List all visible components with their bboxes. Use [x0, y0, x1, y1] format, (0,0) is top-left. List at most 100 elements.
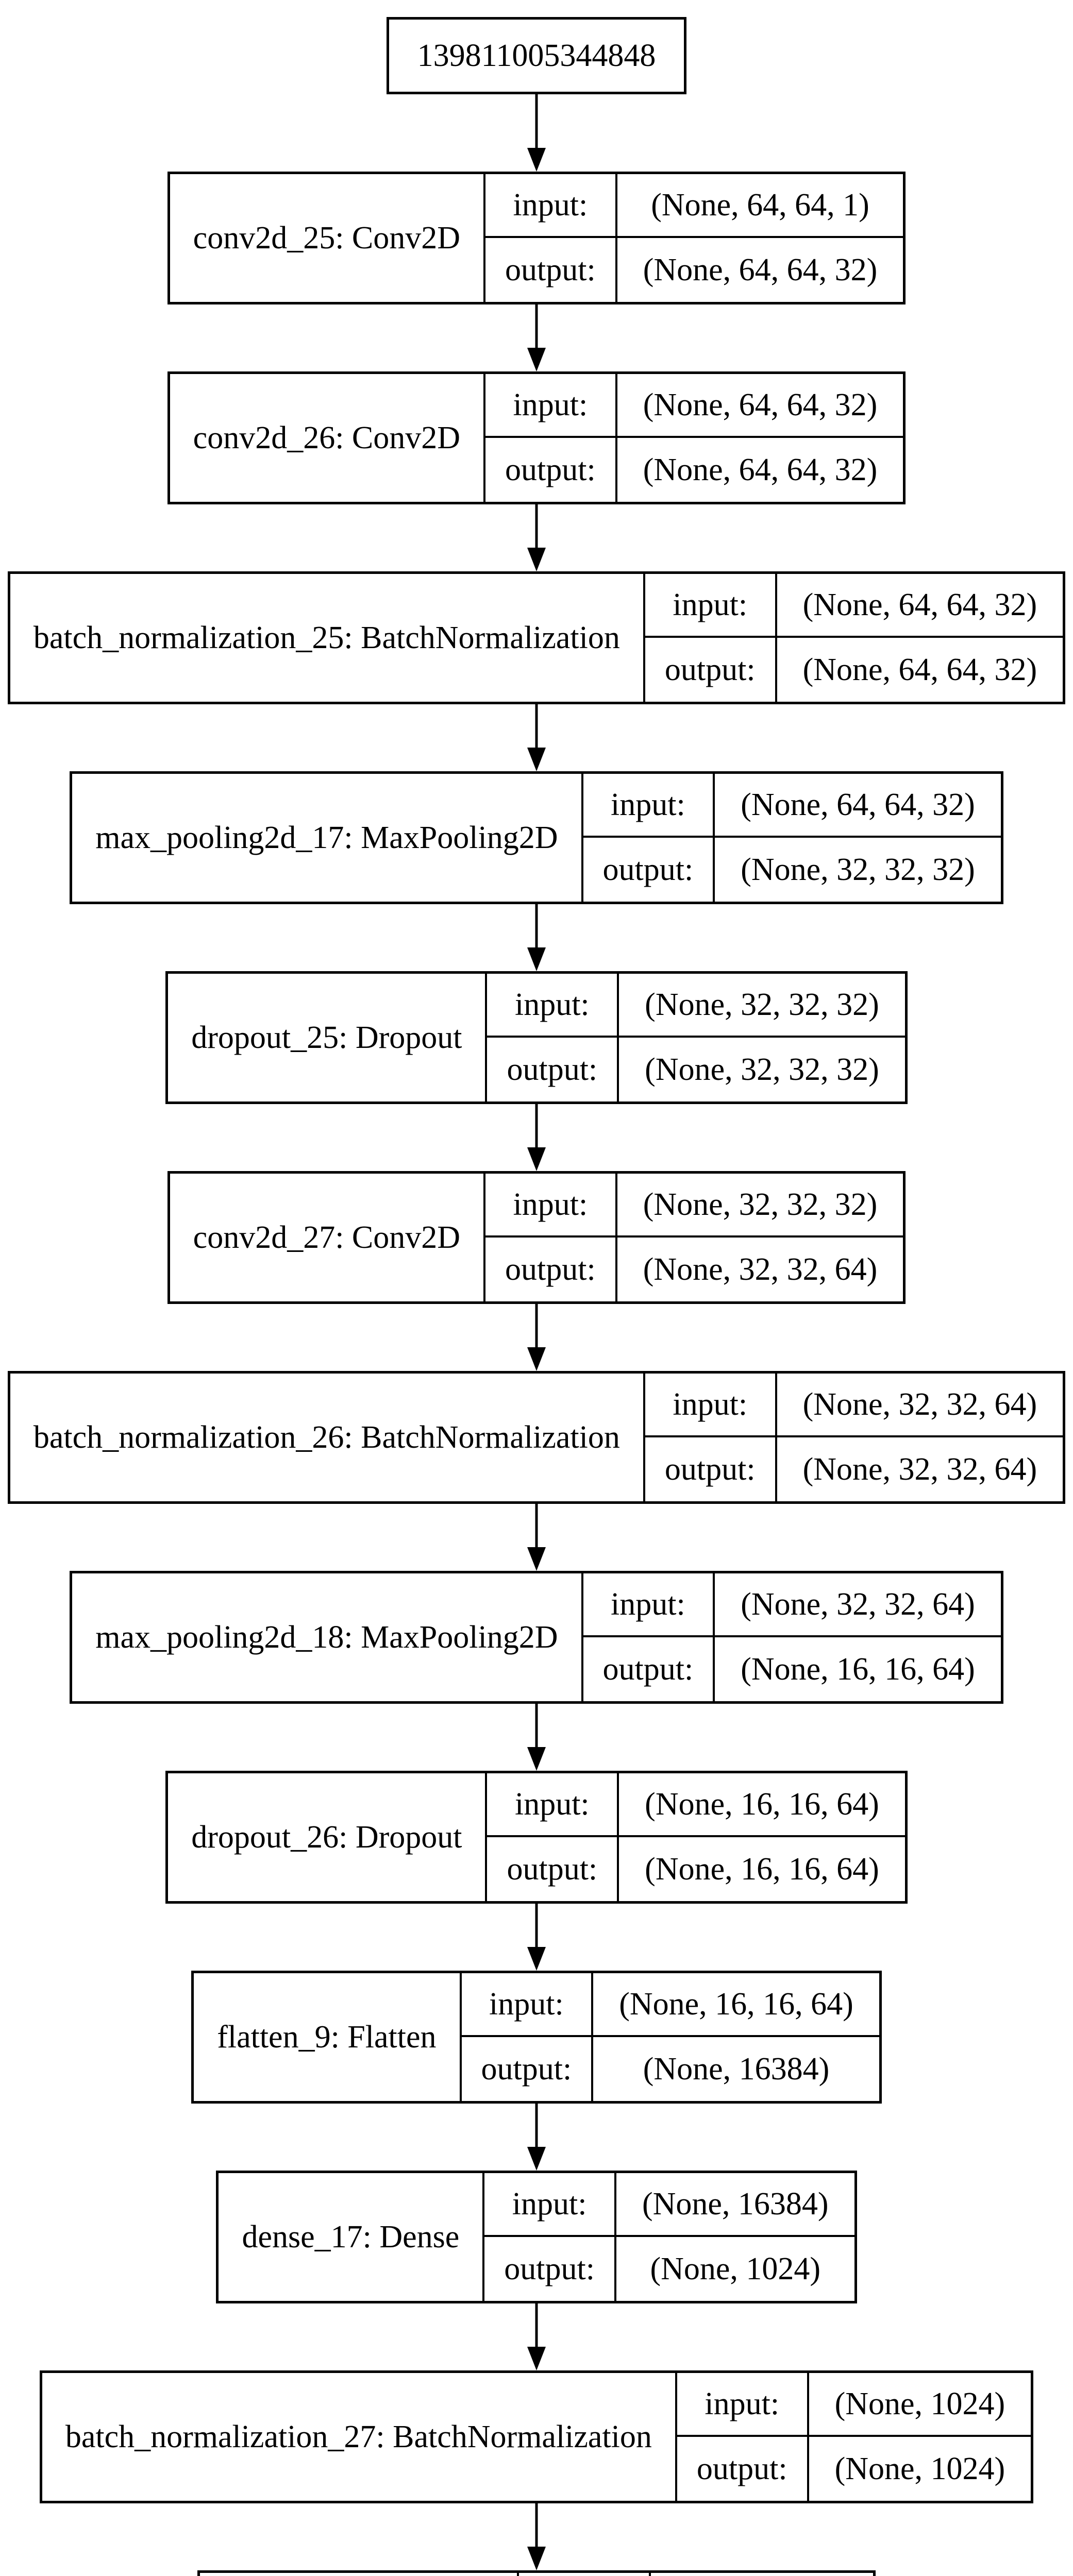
output-label: output:: [583, 838, 715, 902]
layer-node-max_pooling2d_17: max_pooling2d_17: MaxPooling2D input: (N…: [70, 771, 1003, 904]
arrow-line: [535, 2104, 538, 2150]
layer-node-conv2d_25: conv2d_25: Conv2D input: (None, 64, 64, …: [167, 172, 906, 304]
layer-node-max_pooling2d_18: max_pooling2d_18: MaxPooling2D input: (N…: [70, 1571, 1003, 1704]
arrow-connector: [525, 1704, 548, 1771]
output-shape: (None, 1024): [650, 2251, 821, 2286]
input-label: input:: [677, 2373, 809, 2437]
input-shape: (None, 64, 64, 32): [715, 774, 1001, 838]
arrowhead-icon: [527, 148, 546, 172]
arrow-line: [535, 704, 538, 751]
arrowhead-icon: [527, 1947, 546, 1971]
output-shape: (None, 32, 32, 32): [741, 852, 975, 887]
arrow-line: [535, 1904, 538, 1950]
layer-name: flatten_9: Flatten: [194, 1973, 462, 2101]
input-label: input:: [583, 774, 715, 838]
arrowhead-icon: [527, 2347, 546, 2370]
arrowhead-icon: [527, 1747, 546, 1771]
input-label: input:: [487, 1773, 619, 1837]
output-label: output:: [583, 1637, 715, 1701]
layer-name: dropout_25: Dropout: [168, 974, 488, 1101]
output-shape: (None, 64, 64, 32): [643, 452, 878, 487]
layer-name: batch_normalization_27: BatchNormalizati…: [42, 2373, 677, 2501]
input-shape: (None, 32, 32, 32): [617, 1174, 903, 1238]
input-label: input:: [645, 1374, 777, 1437]
input-label: input:: [519, 2573, 651, 2576]
arrowhead-icon: [527, 348, 546, 371]
arrow-connector: [525, 94, 548, 172]
layer-node-dropout_26: dropout_26: Dropout input: (None, 16, 16…: [165, 1771, 908, 1904]
arrow-line: [535, 2503, 538, 2550]
layer-name: max_pooling2d_18: MaxPooling2D: [72, 1573, 583, 1701]
arrow-connector: [525, 304, 548, 371]
output-label: output:: [487, 1837, 619, 1901]
layer-node-dropout_25: dropout_25: Dropout input: (None, 32, 32…: [165, 971, 908, 1104]
output-shape: (None, 16384): [643, 2051, 830, 2087]
input-label: input:: [645, 574, 777, 638]
output-label: output:: [677, 2437, 809, 2501]
input-shape: (None, 1024): [809, 2373, 1031, 2437]
arrow-line: [535, 504, 538, 551]
input-shape: (None, 64, 64, 1): [617, 174, 903, 238]
input-shape: (None, 16, 16, 64): [593, 1973, 879, 2037]
layer-name: batch_normalization_25: BatchNormalizati…: [10, 574, 645, 702]
layer-node-batch_normalization_25: batch_normalization_25: BatchNormalizati…: [7, 571, 1066, 704]
input-shape: (None, 64, 64, 32): [777, 574, 1063, 638]
model-id-node: 139811005344848: [386, 17, 687, 94]
arrow-connector: [525, 1304, 548, 1371]
arrow-line: [535, 904, 538, 951]
arrow-connector: [525, 1904, 548, 1971]
input-label: input:: [485, 1174, 617, 1238]
output-label: output:: [485, 438, 617, 502]
output-label: output:: [462, 2037, 594, 2101]
layer-name: dense_17: Dense: [219, 2173, 485, 2301]
arrowhead-icon: [527, 947, 546, 971]
output-label: output:: [645, 638, 777, 702]
output-label: output:: [485, 238, 617, 302]
arrow-connector: [525, 2104, 548, 2171]
output-shape: (None, 32, 32, 64): [643, 1251, 878, 1287]
arrow-line: [535, 94, 538, 151]
input-label: input:: [484, 2173, 616, 2237]
layer-node-batch_normalization_27: batch_normalization_27: BatchNormalizati…: [39, 2370, 1034, 2503]
output-shape: (None, 64, 64, 32): [643, 252, 878, 287]
arrowhead-icon: [527, 1347, 546, 1371]
input-label: input:: [461, 1973, 594, 2037]
layer-name: dropout_27: Dropout: [200, 2573, 519, 2576]
input-shape: (None, 16384): [616, 2173, 854, 2237]
layer-node-batch_normalization_26: batch_normalization_26: BatchNormalizati…: [7, 1371, 1066, 1504]
input-shape: (None, 32, 32, 32): [619, 974, 905, 1038]
layer-name: batch_normalization_26: BatchNormalizati…: [10, 1374, 645, 1501]
output-label: output:: [645, 1437, 777, 1501]
arrow-line: [535, 304, 538, 351]
arrowhead-icon: [527, 2147, 546, 2171]
input-shape: (None, 32, 32, 64): [777, 1374, 1063, 1437]
layer-name: conv2d_26: Conv2D: [170, 374, 486, 502]
layer-name: conv2d_25: Conv2D: [170, 174, 486, 302]
output-label: output:: [485, 1238, 617, 1301]
output-shape: (None, 1024): [834, 2451, 1005, 2486]
arrow-line: [535, 2303, 538, 2350]
arrow-line: [535, 1304, 538, 1350]
arrow-connector: [525, 2303, 548, 2370]
input-shape: (None, 1024): [651, 2573, 873, 2576]
input-label: input:: [485, 374, 617, 438]
model-id-label: 139811005344848: [417, 38, 656, 73]
arrowhead-icon: [527, 548, 546, 571]
arrowhead-icon: [527, 1547, 546, 1571]
arrowhead-icon: [527, 1147, 546, 1171]
output-shape: (None, 32, 32, 32): [645, 1052, 879, 1087]
output-shape: (None, 16, 16, 64): [645, 1851, 879, 1887]
layer-node-conv2d_27: conv2d_27: Conv2D input: (None, 32, 32, …: [167, 1171, 906, 1304]
output-shape: (None, 64, 64, 32): [802, 652, 1037, 687]
input-shape: (None, 16, 16, 64): [619, 1773, 905, 1837]
layer-node-dropout_27: dropout_27: Dropout input: (None, 1024) …: [197, 2570, 876, 2576]
layer-node-conv2d_26: conv2d_26: Conv2D input: (None, 64, 64, …: [167, 371, 906, 504]
arrow-connector: [525, 904, 548, 971]
input-shape: (None, 32, 32, 64): [715, 1573, 1001, 1637]
layer-name: conv2d_27: Conv2D: [170, 1174, 486, 1301]
arrow-line: [535, 1704, 538, 1750]
arrowhead-icon: [527, 748, 546, 771]
arrow-line: [535, 1104, 538, 1150]
layer-node-flatten_9: flatten_9: Flatten input: (None, 16, 16,…: [191, 1971, 882, 2104]
